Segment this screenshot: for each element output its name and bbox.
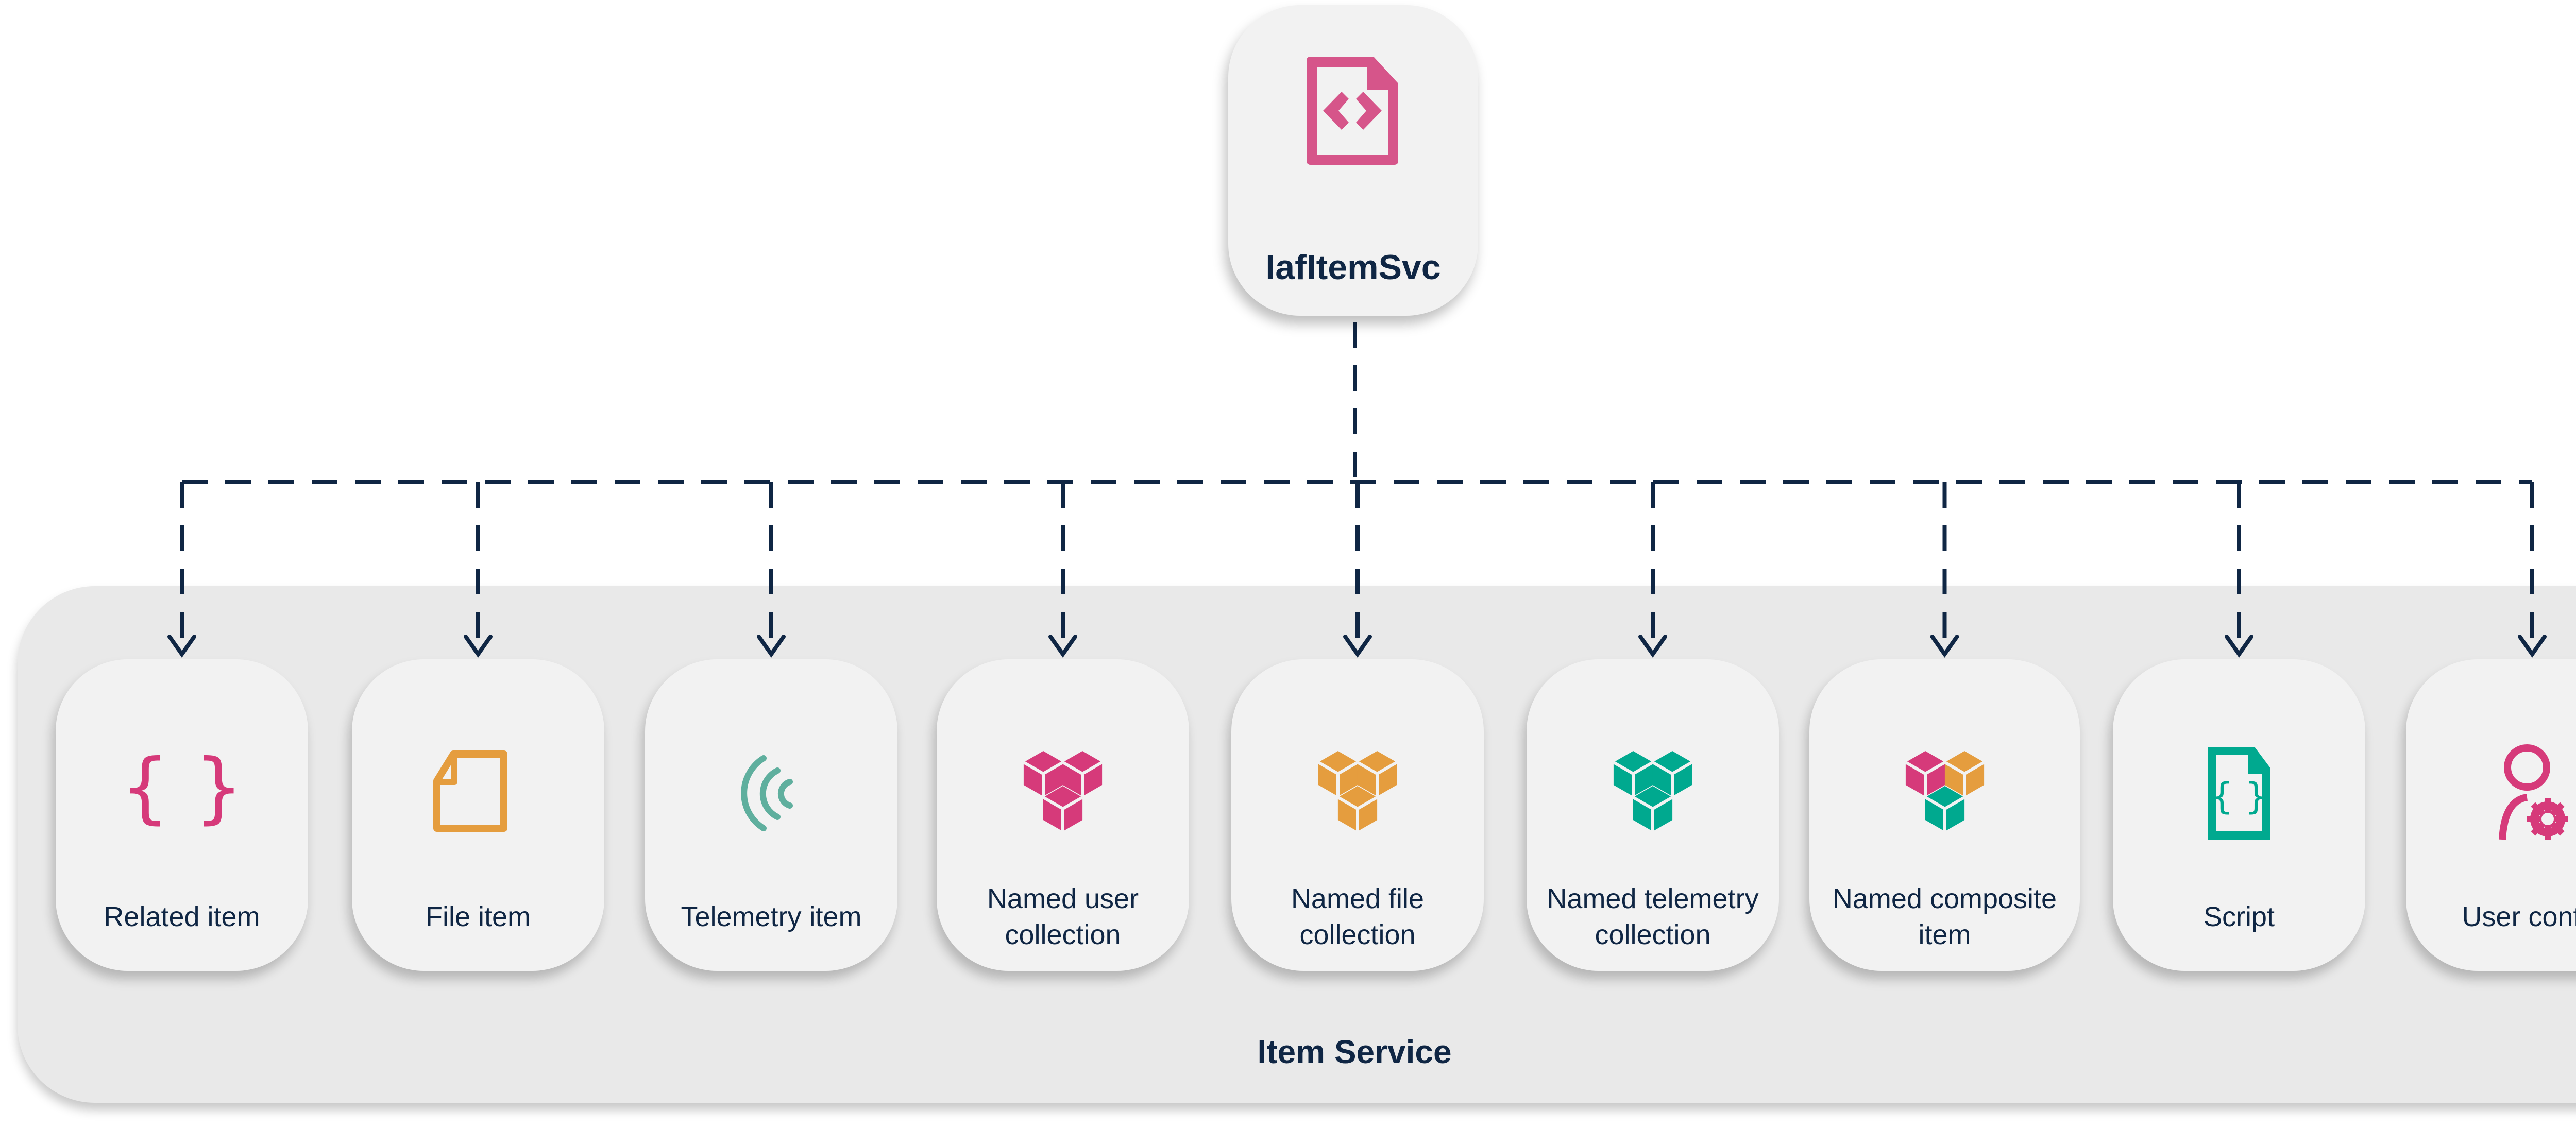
cubes-mixed-icon — [1904, 751, 1985, 831]
card-label: Named composite item — [1832, 883, 2057, 950]
card-label: Telemetry item — [681, 901, 862, 932]
braces-icon: { } — [125, 743, 239, 832]
card-label: Named telemetry collection — [1547, 883, 1759, 950]
card-label: Named file collection — [1291, 883, 1425, 950]
telemetry-icon — [741, 755, 793, 831]
card-related-item[interactable]: { } Related item — [56, 659, 308, 971]
svg-text:{ }: { } — [125, 743, 239, 832]
item-service-title: Item Service — [1257, 1033, 1452, 1070]
card-named-composite-item[interactable]: Named composite item — [1809, 659, 2080, 971]
card-label: File item — [425, 901, 531, 932]
script-file-icon: { } — [2208, 747, 2270, 840]
card-named-telemetry-collection[interactable]: Named telemetry collection — [1527, 659, 1779, 971]
card-named-user-collection[interactable]: Named user collection — [937, 659, 1189, 971]
card-label: User config — [2462, 901, 2576, 932]
card-script[interactable]: { } Script — [2113, 659, 2365, 971]
cubes-teal-icon — [1613, 751, 1693, 831]
card-user-config[interactable]: User config — [2406, 659, 2576, 971]
cubes-orange-icon — [1317, 751, 1398, 831]
card-label: Related item — [104, 901, 260, 932]
card-telemetry-item[interactable]: Telemetry item — [645, 659, 897, 971]
card-label: Named user collection — [987, 883, 1139, 950]
card-label: Script — [2203, 901, 2275, 932]
svg-text:{ }: { } — [2210, 775, 2267, 817]
code-file-icon — [1307, 57, 1398, 165]
card-named-file-collection[interactable]: Named file collection — [1231, 659, 1484, 971]
iafitemsvc-label: IafItemSvc — [1265, 248, 1441, 287]
card-file-item[interactable]: File item — [352, 659, 604, 971]
cubes-pink-icon — [1023, 751, 1103, 831]
user-settings-icon — [2499, 744, 2568, 840]
file-icon — [433, 750, 507, 832]
iafitemsvc-node[interactable]: IafItemSvc — [1228, 5, 1478, 316]
